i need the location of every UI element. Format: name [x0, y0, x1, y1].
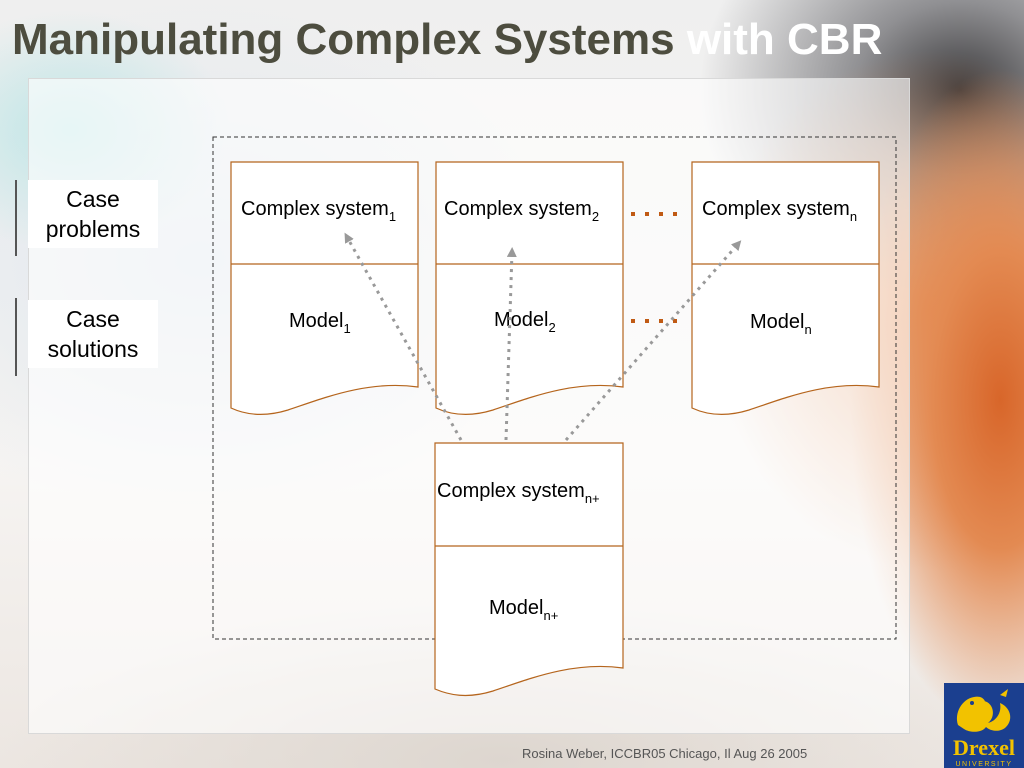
case-solutions-bar: [15, 298, 17, 376]
case-solutions-label: Case solutions: [28, 300, 158, 368]
case-card-2: Complex system2 Model2: [435, 161, 624, 416]
case-problems-label: Case problems: [28, 180, 158, 248]
complex-system-label: Complex system1: [241, 198, 396, 224]
new-case-card: Complex systemn+ Modeln+: [434, 442, 624, 697]
case-problems-bar: [15, 180, 17, 256]
logo-tagline: UNIVERSITY: [955, 761, 1012, 768]
case-card-outline: [691, 161, 880, 416]
case-card-1: Complex system1 Model1: [230, 161, 419, 416]
logo-wordmark: Drexel: [953, 735, 1015, 760]
model-label: Model1: [289, 310, 351, 336]
complex-system-label: Complex systemn: [702, 198, 857, 224]
complex-system-label: Complex systemn+: [437, 480, 600, 506]
arrow-to-case-1: [344, 232, 463, 441]
model-label: Model2: [494, 309, 556, 335]
case-card-outline: [434, 442, 624, 697]
drexel-logo: Drexel UNIVERSITY: [944, 683, 1024, 768]
retrieval-arrows: [344, 232, 742, 441]
footer-credit: Rosina Weber, ICCBR05 Chicago, Il Aug 26…: [522, 746, 808, 761]
model-label: Modeln: [750, 311, 812, 337]
ellipsis-dots: [631, 212, 686, 323]
slide-title: Manipulating Complex Systems with CBR: [12, 12, 882, 68]
model-label: Modeln+: [489, 597, 558, 623]
case-card-n: Complex systemn Modeln: [691, 161, 880, 416]
arrow-to-case-n: [564, 240, 742, 441]
complex-system-label: Complex system2: [444, 198, 599, 224]
title-highlight: with CBR: [686, 15, 883, 64]
dragon-icon: [956, 689, 1011, 732]
title-main: Manipulating Complex Systems: [12, 15, 675, 64]
case-card-outline: [230, 161, 419, 416]
